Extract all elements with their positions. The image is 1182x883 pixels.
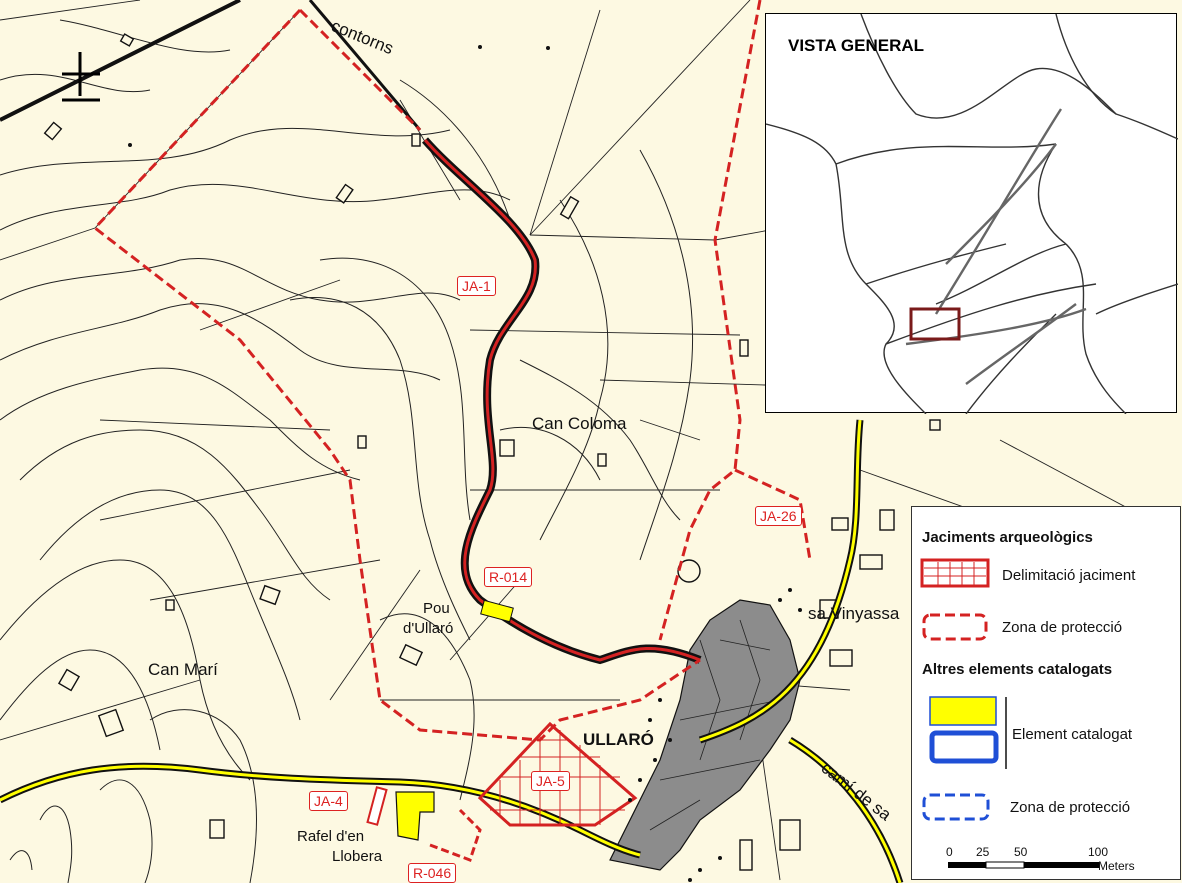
map-legend: Jaciments arqueològics Delimitació jacim… — [911, 506, 1181, 880]
north-arrow-icon — [62, 52, 100, 102]
legend-element-symbol — [929, 696, 1007, 769]
legend-zona2-symbol — [922, 793, 990, 821]
place-rafel: Rafel d'en — [297, 828, 365, 845]
site-tag-ja5[interactable]: JA-5 — [531, 771, 570, 791]
site-tag-ja4[interactable]: JA-4 — [309, 791, 348, 811]
contour-lines — [0, 19, 694, 883]
place-pou: Pou — [423, 600, 450, 617]
legend-zona1-symbol — [922, 613, 988, 641]
place-sa-vinyassa: sa Vinyassa — [808, 604, 900, 623]
scalebar-tick-100: 100 — [1088, 845, 1109, 859]
urban-dots — [128, 45, 802, 882]
inset-title: VISTA GENERAL — [788, 36, 925, 55]
inset-overview-map[interactable]: VISTA GENERAL — [765, 13, 1178, 414]
inset-location-frame — [909, 307, 961, 341]
legend-zona2-label: Zona de protecció — [1010, 799, 1131, 816]
route-r014 — [421, 137, 702, 665]
r046-zone — [429, 808, 482, 862]
place-can-mari: Can Marí — [148, 660, 218, 679]
ja4-site — [366, 786, 388, 826]
legend-delimitacio-symbol — [920, 558, 990, 588]
place-can-coloma: Can Coloma — [532, 414, 627, 433]
place-dullaro: d'Ullaró — [403, 620, 454, 637]
scalebar-tick-25: 25 — [976, 845, 990, 859]
legend-section-jaciments: Jaciments arqueològics — [922, 529, 1093, 546]
site-tag-ja1[interactable]: JA-1 — [457, 276, 496, 296]
legend-zona1-label: Zona de protecció — [1002, 619, 1123, 636]
site-tag-r014[interactable]: R-014 — [484, 567, 533, 587]
inset-map-drawing — [766, 14, 1178, 414]
ja26-zone-east — [734, 468, 812, 561]
ja1-zone — [92, 8, 701, 742]
site-tag-r046[interactable]: R-046 — [408, 863, 457, 883]
scalebar-tick-50: 50 — [1014, 845, 1028, 859]
place-llobera: Llobera — [332, 848, 383, 865]
ja1-zone-north — [298, 8, 422, 132]
main-road — [0, 0, 904, 883]
legend-element-label: Element catalogat — [1012, 726, 1133, 743]
place-ullaro: ULLARÓ — [583, 730, 654, 749]
scalebar-unit: Meters — [1098, 859, 1135, 873]
scalebar — [948, 861, 1100, 869]
site-tag-ja26[interactable]: JA-26 — [755, 506, 802, 526]
catalogued-element-rafel — [395, 791, 435, 841]
buildings — [43, 33, 941, 871]
ja26-zone — [658, 0, 762, 641]
catalogued-element-pou — [480, 599, 514, 623]
legend-section-altres: Altres elements catalogats — [922, 661, 1113, 678]
legend-delimitacio-label: Delimitació jaciment — [1002, 567, 1136, 584]
scalebar-tick-0: 0 — [946, 845, 953, 859]
